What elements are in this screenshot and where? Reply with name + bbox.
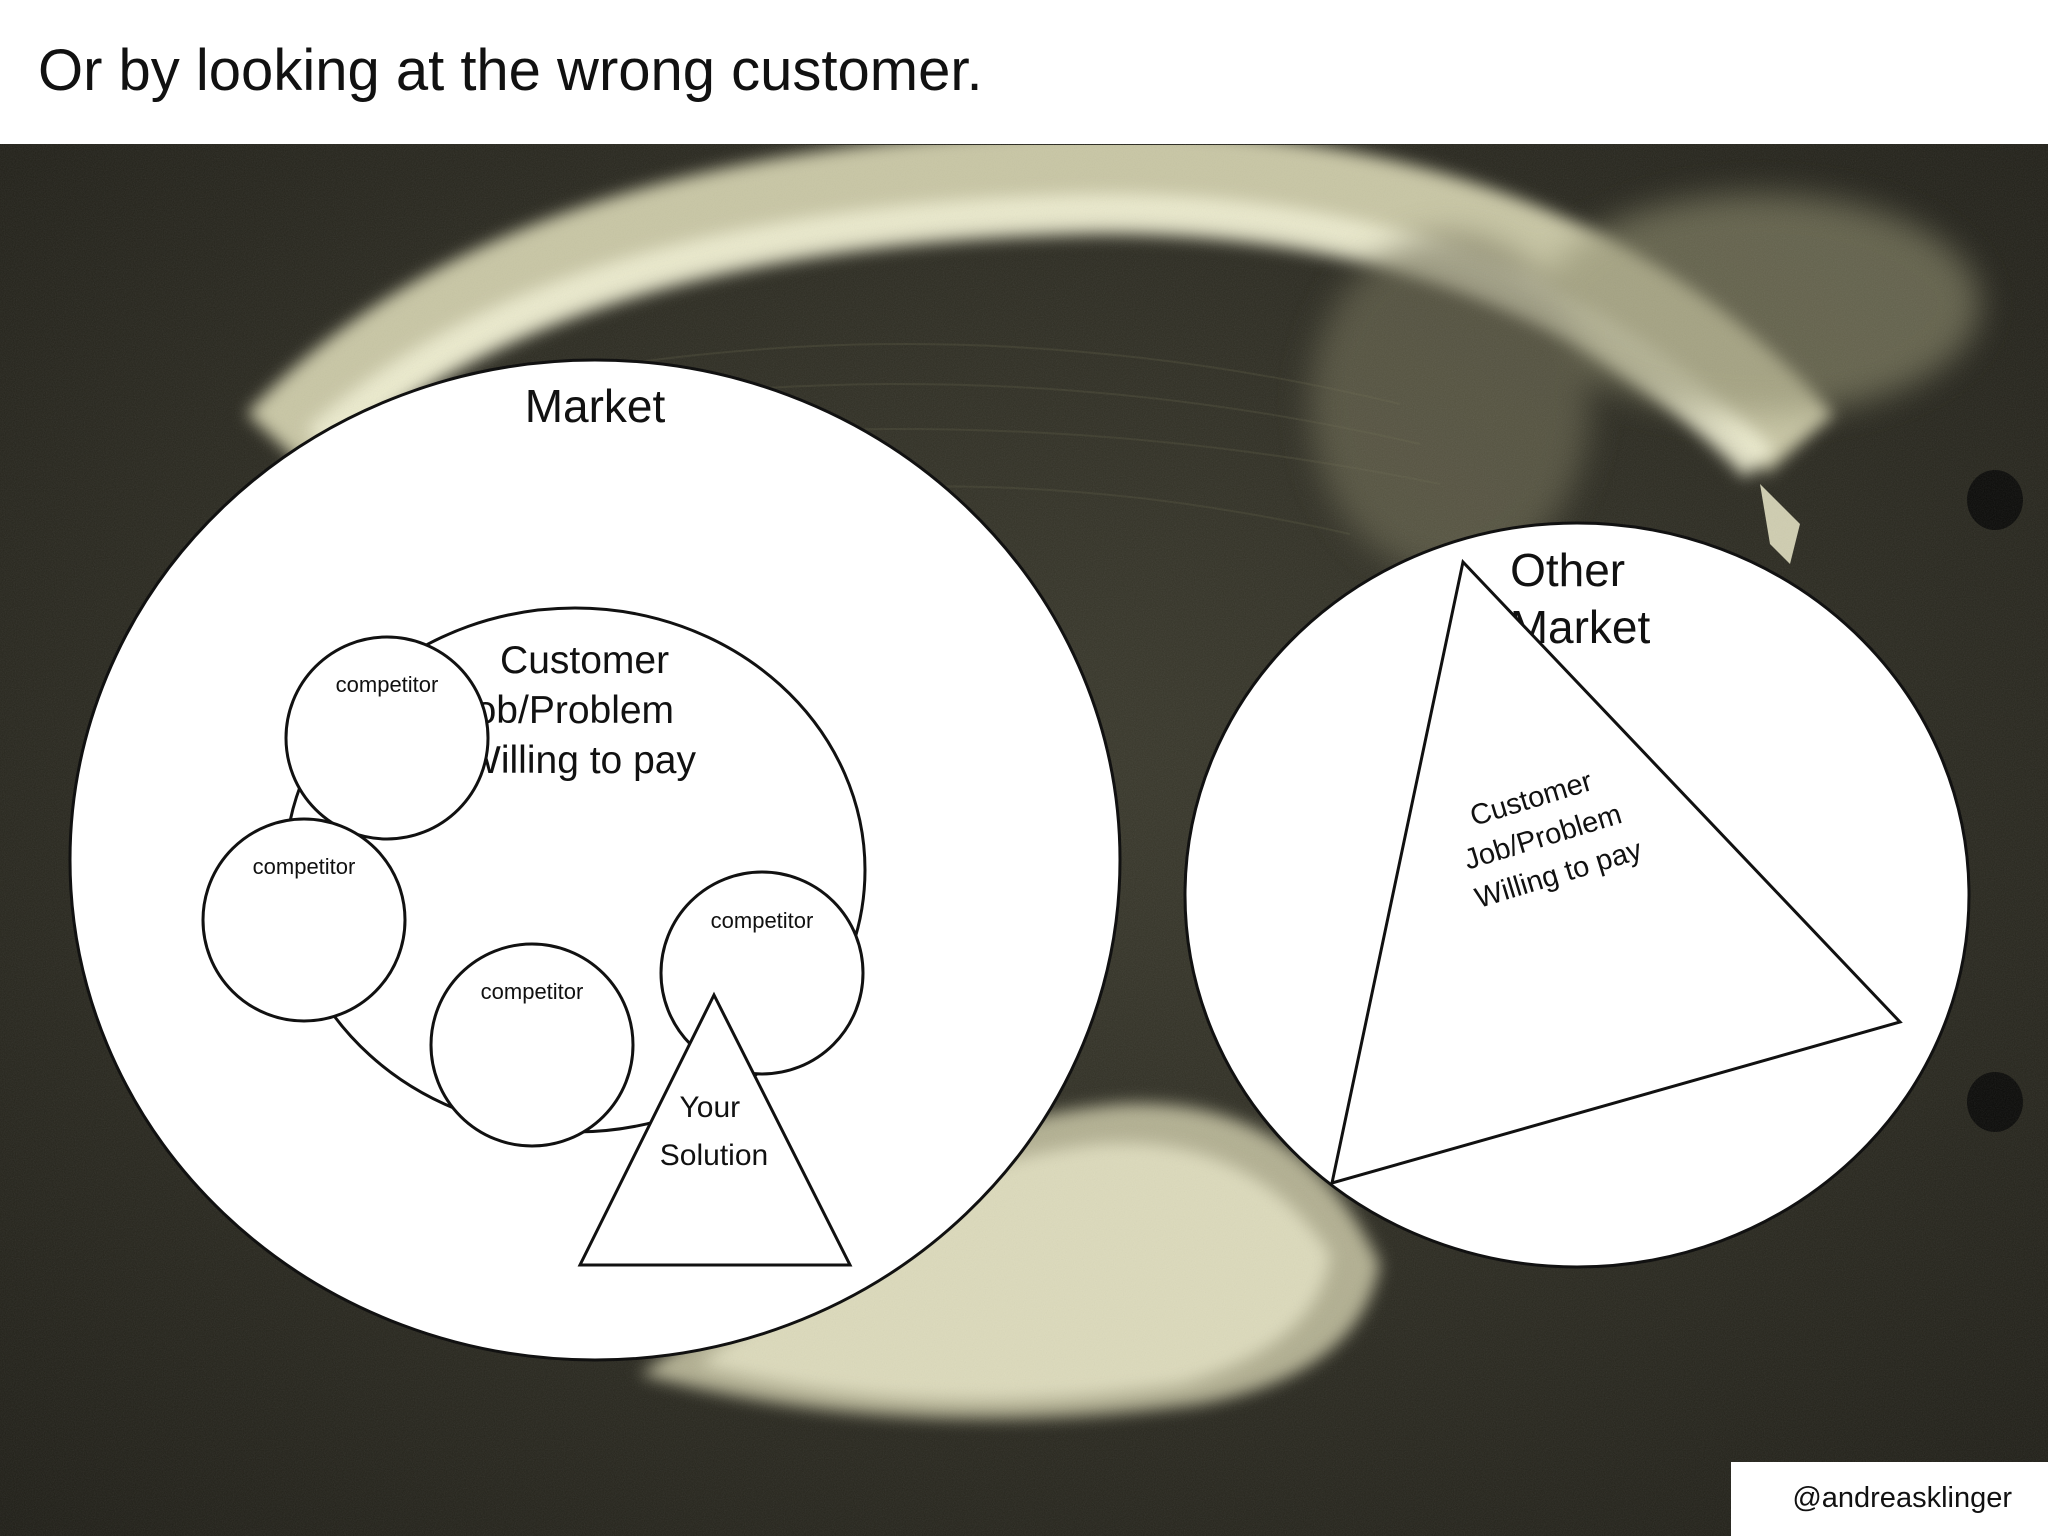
credit-box: @andreasklinger xyxy=(1731,1462,2048,1536)
competitor-2: competitor xyxy=(201,817,407,1023)
competitor-4: competitor xyxy=(429,942,635,1148)
competitor-label: competitor xyxy=(336,672,439,697)
customer-label-line: Customer xyxy=(500,639,669,682)
other-market-label-line: Other xyxy=(1510,544,1625,596)
competitor-1: competitor xyxy=(284,635,490,841)
solution-label-line: Solution xyxy=(660,1139,768,1172)
other-market-group: Other Market Customer Job/Problem Willin… xyxy=(1183,521,1971,1269)
competitor-label: competitor xyxy=(481,979,584,1004)
slide-title: Or by looking at the wrong customer. xyxy=(38,38,983,103)
solution-label-line: Your xyxy=(680,1091,741,1124)
market-label: Market xyxy=(525,380,666,432)
other-customer-triangle xyxy=(1330,558,1903,1186)
competitor-label: competitor xyxy=(711,908,814,933)
your-solution: Your Solution xyxy=(577,991,853,1267)
other-market-label: Other Market xyxy=(1510,544,1651,653)
author-credit: @andreasklinger xyxy=(1792,1482,2012,1514)
customer-label-line: Willing to pay xyxy=(464,739,696,782)
customer-label: Customer Job/Problem Willing to pay xyxy=(455,639,696,782)
competitor-label: competitor xyxy=(253,854,356,879)
customer-label-line: Job/Problem xyxy=(455,689,674,732)
market-group: Market Customer Job/Problem Willing to p… xyxy=(68,358,1122,1362)
solution-label: Your Solution xyxy=(660,1091,768,1172)
